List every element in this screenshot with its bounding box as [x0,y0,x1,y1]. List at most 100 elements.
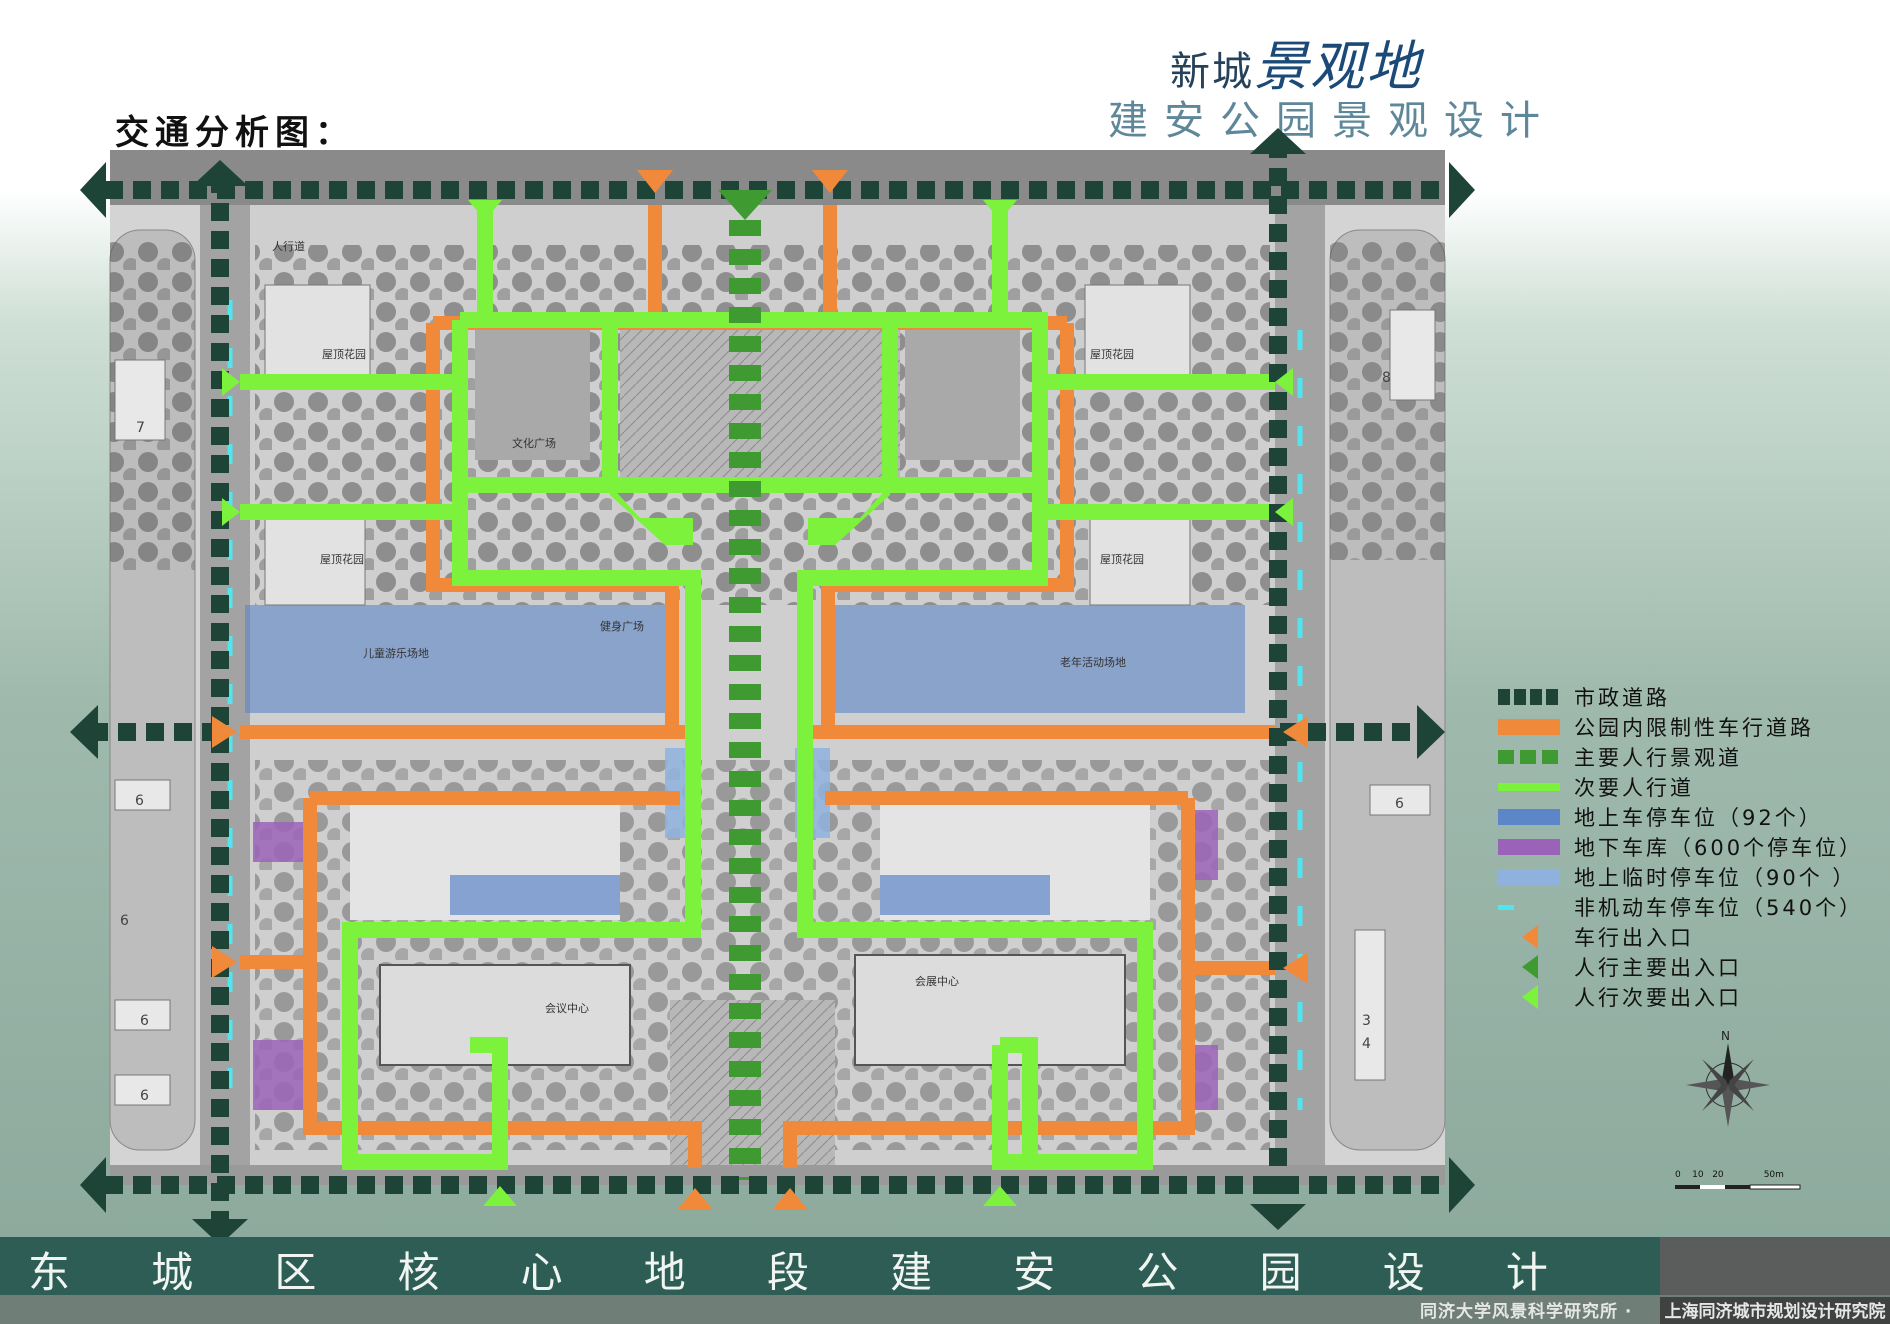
compass-icon [1686,1043,1770,1127]
footer-band-accent [1660,1237,1890,1295]
label-conference-center-west: 会议中心 [545,1002,589,1015]
footer-title-char: 安 [1013,1248,1056,1297]
garage-w1 [253,822,305,862]
secondary-pedestrian-entrances [222,200,1293,1206]
label-building-6c: 6 [140,1013,149,1029]
conference-center-east [854,954,1126,1066]
legend-label: 车行出入口 [1574,926,1694,950]
garage-w2 [253,1040,305,1110]
legend-swatch [1498,869,1560,885]
label-conference-center-east: 会展中心 [915,975,959,988]
label-building-6e: 6 [1395,796,1404,812]
legend-item: 公园内限制性车行道路 [1498,712,1888,742]
footer-band [0,1237,1660,1295]
municipal-roads [90,140,1455,1230]
legend-label: 人行次要出入口 [1574,986,1742,1010]
label-building-3: 3 [1362,1013,1371,1029]
parking-lot-sw [450,875,620,915]
section-title: 交通分析图： [115,113,355,153]
credit-left: 同济大学风景科学研究所 · [1420,1302,1633,1322]
legend-item: 地下车库（600个停车位） [1498,832,1888,862]
label-building-6b: 6 [120,913,129,929]
footer-title-char: 设 [1382,1248,1425,1297]
label-building-4: 4 [1362,1036,1371,1052]
legend-swatch [1498,839,1560,855]
legend-label: 次要人行道 [1574,776,1694,800]
label-building-7: 7 [136,420,145,436]
footer-title-char: 段 [766,1248,809,1297]
legend-item: 主要人行景观道 [1498,742,1888,772]
footer-title-char: 东 [28,1248,71,1297]
label-sidewalk: 人行道 [272,239,305,253]
legend-label: 主要人行景观道 [1574,746,1742,770]
legend-label: 人行主要出入口 [1574,956,1742,980]
legend-swatch [1498,750,1560,764]
legend-item: 地上临时停车位（90个 ） [1498,862,1888,892]
scale-bar [1675,1184,1801,1190]
footer-bottom-strip [0,1295,1890,1324]
legend: 市政道路公园内限制性车行道路主要人行景观道次要人行道地上车停车位（92个） 地下车… [1498,682,1888,1012]
road-arrowheads [70,128,1475,1245]
legend-item: 市政道路 [1498,682,1888,712]
footer-title-char: 公 [1136,1248,1179,1297]
plaza-west [475,330,590,460]
legend-label: 非机动车停车位（540个） [1574,896,1864,920]
scale-label: 0 10 20 50m [1675,1170,1784,1180]
label-building-8: 8 [1382,370,1391,386]
footer-title-char: 建 [890,1248,933,1297]
footer-title-char: 园 [1259,1248,1302,1297]
footer-title-char: 核 [397,1248,440,1297]
legend-swatch [1498,689,1560,705]
legend-label: 市政道路 [1574,686,1670,710]
label-fitness-area: 健身广场 [600,619,644,633]
credit-right: 上海同济城市规划设计研究院 [1660,1297,1890,1324]
legend-item: 人行次要出入口 [1498,982,1888,1012]
footer-title-char: 地 [643,1248,686,1297]
legend-item: 非机动车停车位（540个） [1498,892,1888,922]
label-building-6d: 6 [140,1088,149,1104]
plaza-east [905,330,1020,460]
brand-highlight: 景观地 [1254,35,1422,98]
path-notch-e [808,485,890,545]
legend-swatch [1498,985,1560,1009]
secondary-footpaths [240,205,1275,1170]
footer-title-char: 区 [274,1248,317,1297]
path-notch-w [610,485,693,545]
legend-swatch [1498,904,1560,910]
label-roof-garden-ne: 屋顶花园 [1090,348,1134,361]
building-w2 [264,509,366,606]
legend-swatch [1498,809,1560,825]
label-roof-garden-se: 屋顶花园 [1100,553,1144,566]
compass-label: N [1721,1029,1730,1043]
legend-swatch [1498,955,1560,979]
footer-title-char: 计 [1505,1248,1548,1297]
legend-swatch [1498,719,1560,735]
legend-label: 地上临时停车位（90个 ） [1574,866,1857,890]
building-nw [264,284,371,386]
legend-item: 人行主要出入口 [1498,952,1888,982]
label-roof-garden-nw: 屋顶花园 [322,348,366,361]
brand-prefix: 新城 [1170,49,1254,95]
legend-label: 地上车停车位（92个） [1574,806,1823,830]
legend-label: 公园内限制性车行道路 [1574,716,1814,740]
label-building-6a: 6 [135,793,144,809]
footer-title-char: 城 [151,1248,194,1297]
building-ne [1084,284,1191,386]
legend-swatch [1498,925,1560,949]
parking-lot-se [880,875,1050,915]
footer-title: 东城区核心地段建安公园设计 [28,1239,1548,1300]
vehicle-entrances [212,170,1308,1210]
legend-item: 车行出入口 [1498,922,1888,952]
label-culture-plaza: 文化广场 [512,436,556,450]
surface-parking-west [245,605,665,713]
legend-swatch [1498,783,1560,791]
footer-title-char: 心 [520,1248,563,1297]
label-roof-garden-sw: 屋顶花园 [320,553,364,566]
surface-parking-east [825,605,1245,713]
label-elder-area: 老年活动场地 [1060,655,1126,669]
legend-label: 地下车库（600个停车位） [1574,836,1864,860]
legend-item: 地上车停车位（92个） [1498,802,1888,832]
brand-title: 新城景观地 [1170,22,1422,101]
label-children-area: 儿童游乐场地 [363,646,429,660]
